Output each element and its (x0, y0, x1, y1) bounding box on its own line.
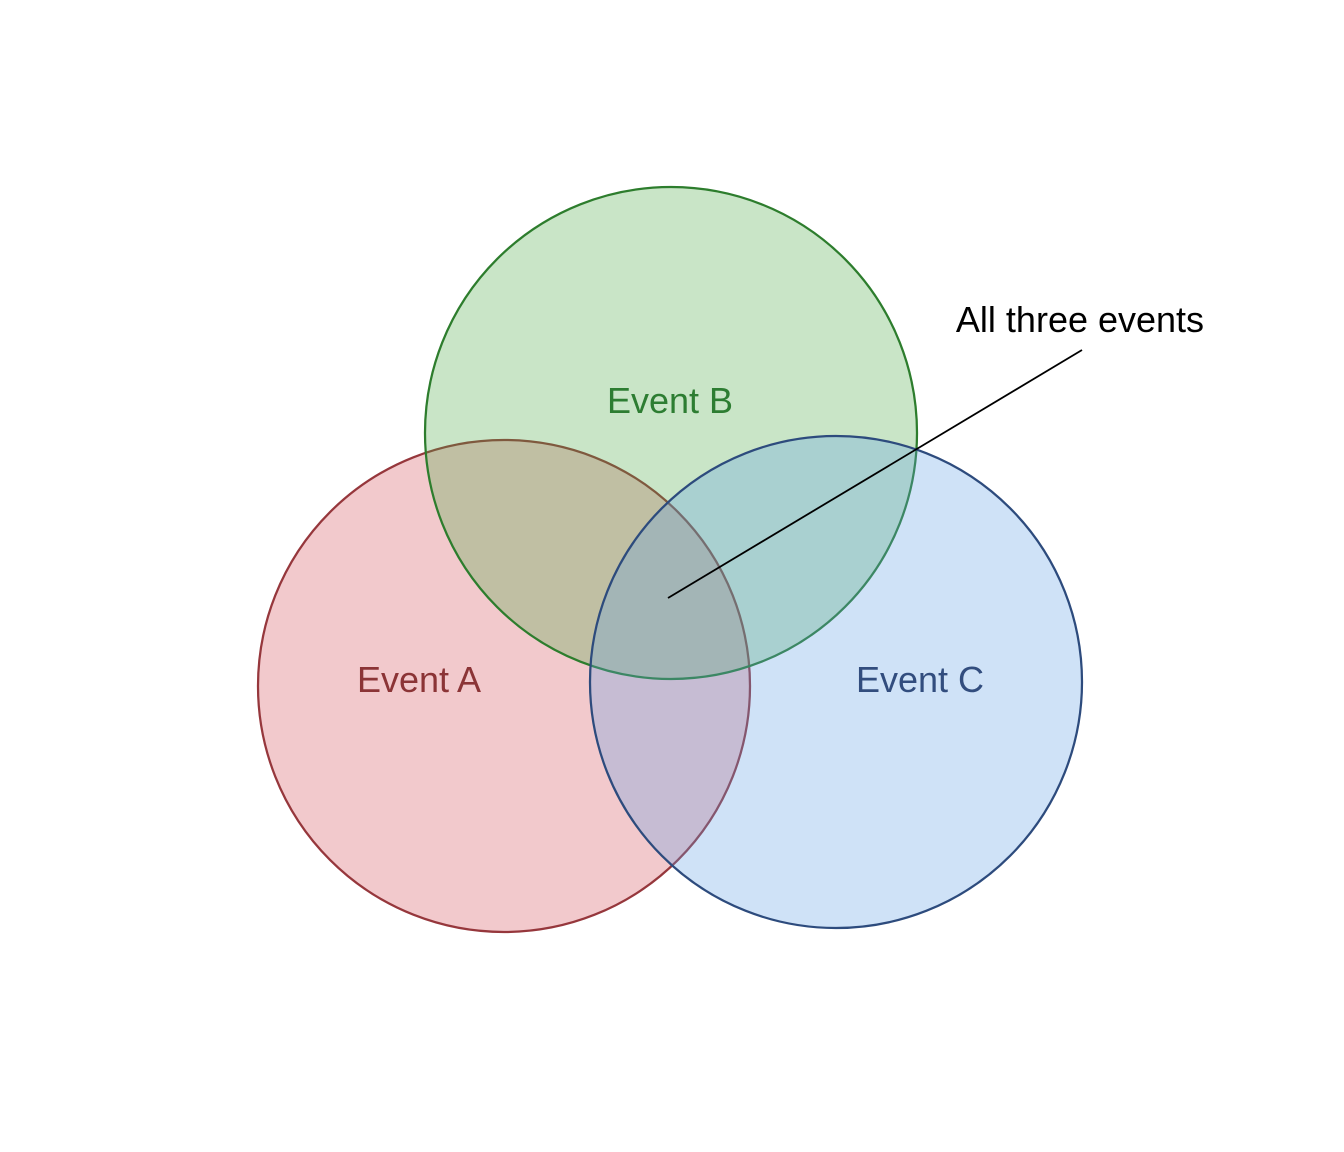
event-b-label: Event B (607, 380, 733, 421)
event-b-circle (423, 185, 919, 681)
circles-group (256, 185, 1084, 934)
event-c-circle (588, 434, 1084, 930)
event-a-circle (256, 438, 752, 934)
annotation-leader-line (667, 349, 1083, 599)
event-a-label: Event A (357, 659, 481, 700)
event-c-label: Event C (856, 659, 984, 700)
annotation-label: All three events (956, 299, 1204, 340)
